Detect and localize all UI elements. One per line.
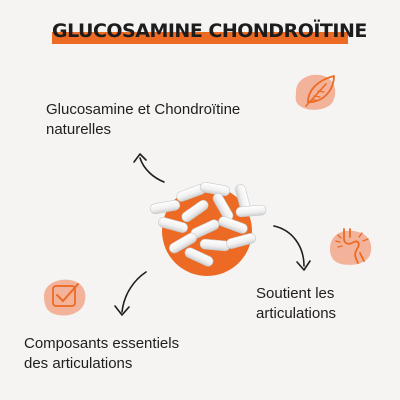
arrow-to-top-benefit-icon — [133, 153, 165, 183]
header-underline-bar — [52, 32, 348, 44]
knee-joint-icon — [330, 228, 372, 265]
benefit-text-line: Composants essentiels — [24, 335, 180, 352]
header-banner: GLUCOSAMINE CHONDROÏTINE — [52, 20, 367, 44]
benefit-text-line: Soutient les — [256, 285, 335, 302]
leaf-icon — [295, 74, 336, 110]
benefit-natural-ingredients: Glucosamine et Chondroïtine naturelles — [46, 100, 240, 140]
capsules-image — [149, 181, 267, 267]
benefit-essential-components: Composants essentiels des articulations — [24, 334, 179, 374]
checkmark-icon — [44, 279, 86, 316]
benefit-text-line: Glucosamine et Chondroïtine — [46, 101, 241, 118]
benefit-supports-joints: Soutient les articulations — [256, 284, 336, 324]
benefit-text-line: des articulations — [24, 355, 133, 372]
arrow-to-right-benefit-icon — [273, 225, 311, 271]
page-title: GLUCOSAMINE CHONDROÏTINE — [52, 20, 367, 42]
benefit-text-line: articulations — [256, 305, 337, 322]
benefit-text-line: naturelles — [46, 121, 112, 138]
arrow-to-bottom-benefit-icon — [114, 271, 147, 316]
